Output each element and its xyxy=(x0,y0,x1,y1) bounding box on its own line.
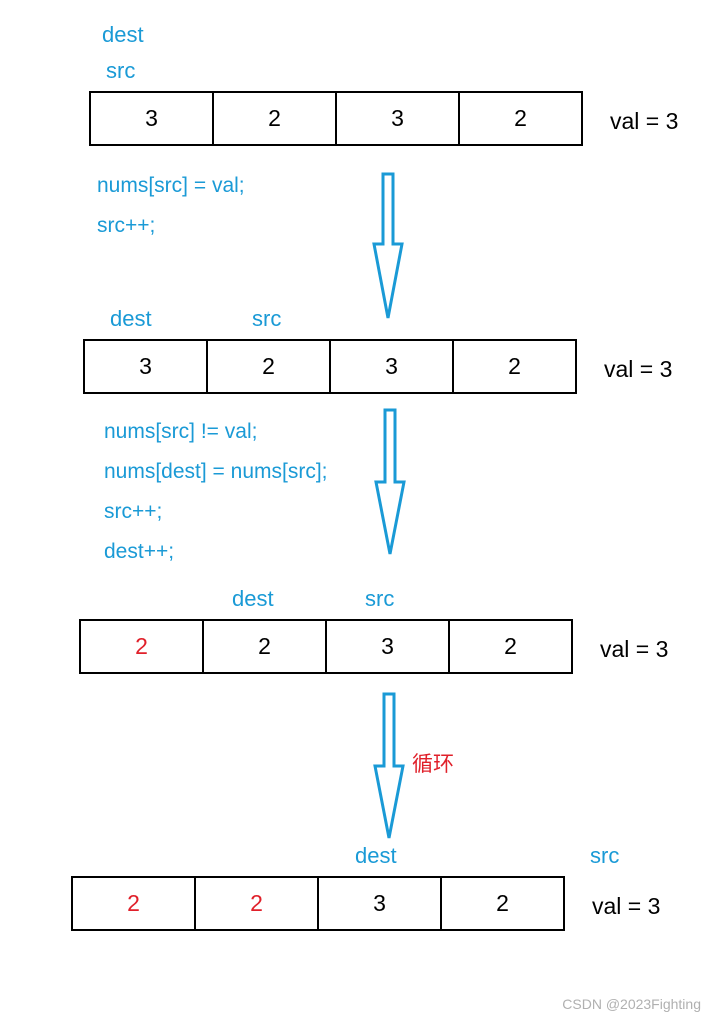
val-label-3: val = 3 xyxy=(600,636,669,662)
loop-label: 循环 xyxy=(412,752,454,776)
array-cell: 2 xyxy=(81,621,204,672)
array-cell: 2 xyxy=(214,93,337,144)
src-pointer-4: src xyxy=(590,843,620,868)
array-cell: 2 xyxy=(208,341,331,392)
array-row-2: 3 2 3 2 xyxy=(83,339,577,394)
array-row-4: 2 2 3 2 xyxy=(71,876,565,931)
code-line: src++; xyxy=(104,500,163,523)
down-arrow-icon xyxy=(372,172,404,319)
val-label-4: val = 3 xyxy=(592,893,661,919)
val-label-1: val = 3 xyxy=(610,108,679,134)
down-arrow-icon xyxy=(374,408,406,555)
src-pointer-3: src xyxy=(365,586,395,611)
array-cell: 2 xyxy=(514,105,527,131)
val-label-2: val = 3 xyxy=(604,356,673,382)
watermark: CSDN @2023Fighting xyxy=(562,996,701,1012)
dest-pointer-1: dest xyxy=(102,22,144,47)
array-row-1: 3 2 3 2 xyxy=(89,91,583,146)
code-line: src++; xyxy=(97,214,156,237)
src-pointer-1: src xyxy=(106,58,136,83)
array-cell: 3 xyxy=(85,341,208,392)
array-cell: 2 xyxy=(196,878,319,929)
dest-pointer-2: dest xyxy=(110,306,152,331)
array-cell: 2 xyxy=(496,890,509,916)
code-line: nums[src] = val; xyxy=(97,174,245,197)
array-row-3: 2 2 3 2 xyxy=(79,619,573,674)
array-cell: 3 xyxy=(331,341,454,392)
src-pointer-2: src xyxy=(252,306,282,331)
array-cell: 2 xyxy=(204,621,327,672)
code-line: nums[dest] = nums[src]; xyxy=(104,460,328,483)
code-line: nums[src] != val; xyxy=(104,420,258,443)
array-cell: 2 xyxy=(504,633,517,659)
down-arrow-icon xyxy=(373,692,405,839)
array-cell: 2 xyxy=(508,353,521,379)
array-cell: 3 xyxy=(337,93,460,144)
code-line: dest++; xyxy=(104,540,175,563)
array-cell: 3 xyxy=(91,93,214,144)
dest-pointer-3: dest xyxy=(232,586,274,611)
array-cell: 2 xyxy=(73,878,196,929)
dest-pointer-4: dest xyxy=(355,843,397,868)
array-cell: 3 xyxy=(319,878,442,929)
array-cell: 3 xyxy=(327,621,450,672)
